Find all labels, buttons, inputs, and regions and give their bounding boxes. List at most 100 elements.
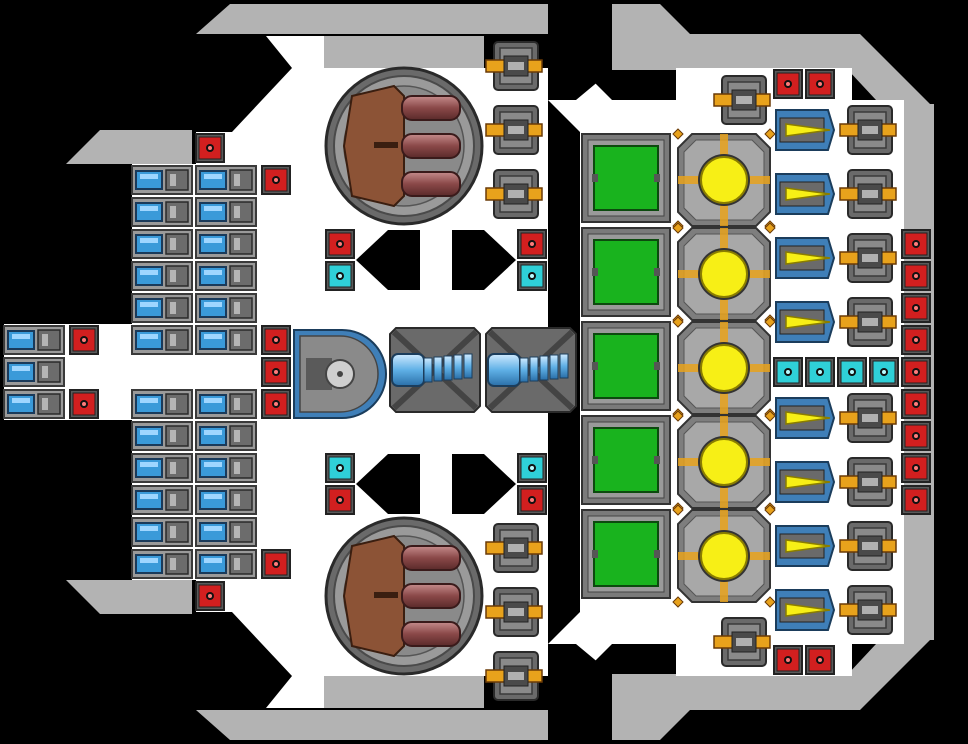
shield-node[interactable] [805,645,835,675]
battery-cell[interactable] [195,517,257,547]
battery-cell[interactable] [131,325,193,355]
fuel-tank[interactable] [581,415,671,505]
shield-node[interactable] [195,133,225,163]
sensor-node[interactable] [773,357,803,387]
shield-node[interactable] [325,229,355,259]
plasma-emitter[interactable] [775,237,836,279]
plasma-emitter[interactable] [775,301,836,343]
battery-cell[interactable] [131,421,193,451]
thruster[interactable] [389,327,481,413]
plasma-emitter[interactable] [775,589,836,631]
plasma-emitter[interactable] [775,173,836,215]
shield-node[interactable] [261,357,291,387]
cannon[interactable] [839,297,897,347]
turret-pod[interactable] [324,516,484,676]
battery-cell[interactable] [131,229,193,259]
cannon[interactable] [485,651,543,701]
battery-cell[interactable] [3,357,65,387]
sensor-node[interactable] [325,453,355,483]
battery-cell[interactable] [195,165,257,195]
reactor-core[interactable] [672,316,776,420]
fuel-tank[interactable] [581,509,671,599]
cannon[interactable] [839,457,897,507]
shield-node[interactable] [517,485,547,515]
battery-cell[interactable] [195,389,257,419]
cannon[interactable] [713,75,771,125]
sensor-node[interactable] [517,453,547,483]
fuel-tank[interactable] [581,227,671,317]
shield-node[interactable] [261,389,291,419]
shield-node[interactable] [901,389,931,419]
plasma-emitter[interactable] [775,397,836,439]
shield-node[interactable] [773,645,803,675]
shield-node[interactable] [261,165,291,195]
shield-node[interactable] [517,229,547,259]
cannon[interactable] [485,105,543,155]
cannon[interactable] [839,169,897,219]
battery-cell[interactable] [131,261,193,291]
battery-cell[interactable] [131,165,193,195]
reactor-core[interactable] [672,128,776,232]
sensor-node[interactable] [325,261,355,291]
thruster[interactable] [485,327,577,413]
battery-cell[interactable] [195,293,257,323]
battery-cell[interactable] [195,261,257,291]
battery-cell[interactable] [131,293,193,323]
reactor-core[interactable] [672,504,776,608]
shield-node[interactable] [69,325,99,355]
sensor-node[interactable] [805,357,835,387]
battery-cell[interactable] [131,197,193,227]
cannon[interactable] [839,233,897,283]
cannon[interactable] [485,587,543,637]
cannon[interactable] [485,169,543,219]
battery-cell[interactable] [195,229,257,259]
fuel-tank[interactable] [581,133,671,223]
shield-node[interactable] [69,389,99,419]
shield-node[interactable] [901,293,931,323]
cannon[interactable] [839,393,897,443]
battery-cell[interactable] [195,453,257,483]
sensor-node[interactable] [869,357,899,387]
shield-node[interactable] [805,69,835,99]
reactor-core[interactable] [672,410,776,514]
shield-node[interactable] [901,485,931,515]
cannon[interactable] [485,523,543,573]
turret-pod[interactable] [324,66,484,226]
shield-node[interactable] [261,325,291,355]
shield-node[interactable] [773,69,803,99]
battery-cell[interactable] [3,325,65,355]
shield-node[interactable] [901,229,931,259]
cannon[interactable] [713,617,771,667]
battery-cell[interactable] [131,549,193,579]
reactor-core[interactable] [672,222,776,326]
battery-cell[interactable] [131,517,193,547]
battery-cell[interactable] [195,549,257,579]
shield-node[interactable] [901,421,931,451]
shield-node[interactable] [901,325,931,355]
shield-node[interactable] [195,581,225,611]
battery-cell[interactable] [131,389,193,419]
plasma-emitter[interactable] [775,461,836,503]
cannon[interactable] [839,105,897,155]
cannon[interactable] [839,585,897,635]
battery-cell[interactable] [3,389,65,419]
cannon[interactable] [839,521,897,571]
fuel-tank[interactable] [581,321,671,411]
cannon[interactable] [485,41,543,91]
sensor-node[interactable] [517,261,547,291]
plasma-emitter[interactable] [775,109,836,151]
cockpit[interactable] [293,329,387,419]
battery-cell[interactable] [195,421,257,451]
shield-node[interactable] [261,549,291,579]
shield-node[interactable] [325,485,355,515]
sensor-node[interactable] [837,357,867,387]
battery-cell[interactable] [195,485,257,515]
shield-node[interactable] [901,261,931,291]
battery-cell[interactable] [131,453,193,483]
shield-node[interactable] [901,453,931,483]
battery-cell[interactable] [195,325,257,355]
plasma-emitter[interactable] [775,525,836,567]
battery-cell[interactable] [131,485,193,515]
battery-cell[interactable] [195,197,257,227]
